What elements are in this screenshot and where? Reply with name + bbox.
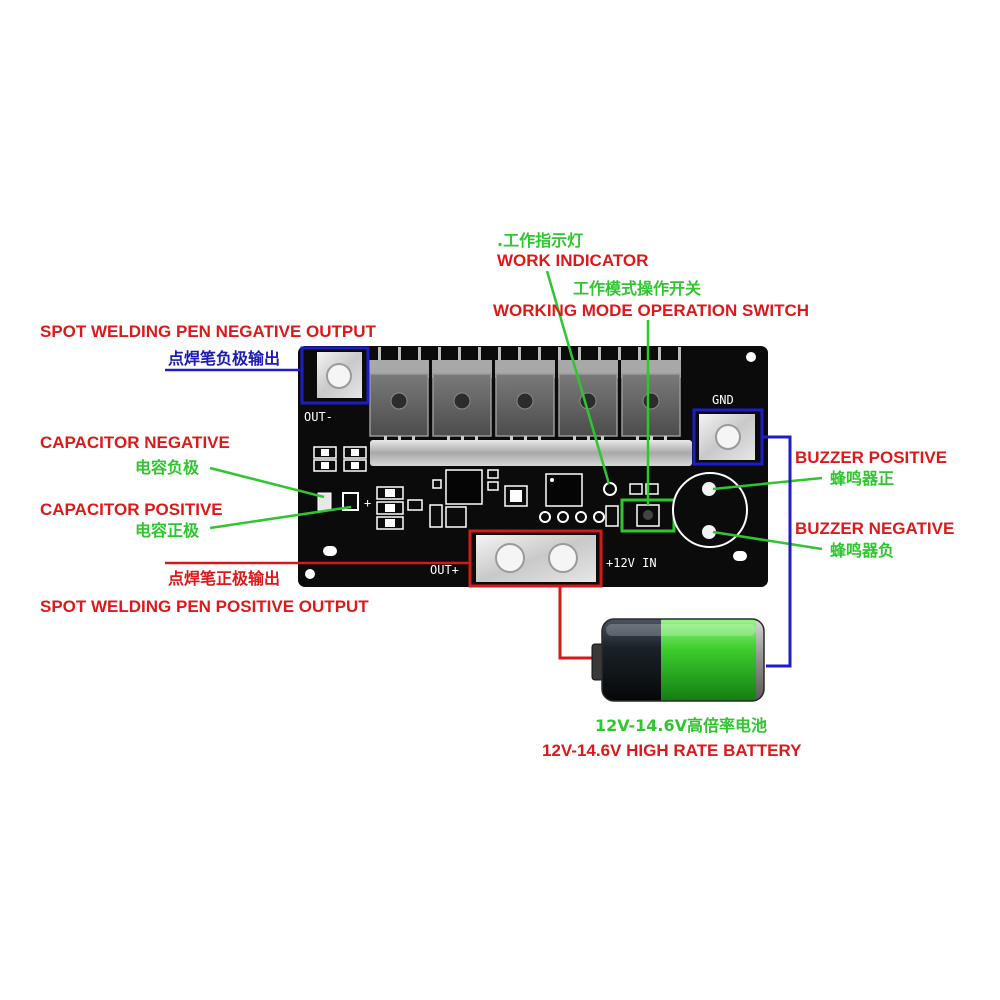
out-minus-highlight-box <box>300 346 370 405</box>
test-points <box>539 511 605 523</box>
power-input-silkscreen: +12V IN <box>606 556 657 570</box>
pen-positive-label-en: SPOT WELDING PEN POSITIVE OUTPUT <box>40 597 369 616</box>
out-plus-hole <box>495 543 525 573</box>
capacitor-positive-label-zh: 电容正极 <box>135 521 200 540</box>
pcb-board: + <box>298 346 768 588</box>
pen-negative-label-en: SPOT WELDING PEN NEGATIVE OUTPUT <box>40 322 377 341</box>
pin-header <box>378 347 681 360</box>
mode-switch-label-en: WORKING MODE OPERATION SWITCH <box>493 301 809 320</box>
mode-switch-label-zh: 工作模式操作开关 <box>573 279 701 298</box>
buzzer-positive-label-en: BUZZER POSITIVE <box>795 448 947 467</box>
capacitor-positive-pad <box>342 492 359 511</box>
buzzer-negative-label-en: BUZZER NEGATIVE <box>795 519 954 538</box>
buzzer-positive-pad <box>702 482 716 496</box>
work-indicator-pointer-line <box>545 270 611 485</box>
buzzer-negative-pad <box>702 525 716 539</box>
battery-end-cap <box>756 619 764 701</box>
battery-label-zh: 12V-14.6V高倍率电池 <box>595 716 767 735</box>
smd-pads-ic1-right <box>487 469 528 507</box>
solder-bus-strip <box>370 440 692 466</box>
buzzer-negative-pointer-line <box>712 530 823 551</box>
mounting-slot <box>323 546 337 556</box>
battery-outline <box>601 618 765 702</box>
smd-pads-left <box>313 446 367 472</box>
gnd-silkscreen: GND <box>712 393 734 407</box>
buzzer-outline <box>672 472 748 548</box>
out-plus-highlight-box <box>468 529 603 588</box>
buzzer-positive-label-zh: 蜂鸣器正 <box>830 469 894 488</box>
gnd-hole <box>715 424 741 450</box>
buzzer-negative-label-zh: 蜂鸣器负 <box>830 541 894 560</box>
battery-label-en: 12V-14.6V HIGH RATE BATTERY <box>542 741 802 760</box>
pen-negative-label-zh: 点焊笔负极输出 <box>168 349 280 368</box>
capacitor-plus-mark: + <box>364 496 371 510</box>
smd-parts-mid <box>385 489 395 527</box>
capacitor-positive-label-en: CAPACITOR POSITIVE <box>40 500 223 519</box>
mosfet <box>369 360 429 444</box>
mosfet <box>495 360 555 444</box>
smd-part <box>510 490 522 502</box>
mounting-hole <box>746 352 756 362</box>
out-plus-plate <box>476 535 596 582</box>
work-indicator-label-zh: .工作指示灯 <box>497 231 583 250</box>
mounting-slot <box>733 551 747 561</box>
mode-switch-button <box>643 510 653 520</box>
capacitor-negative-label-zh: 电容负极 <box>135 458 200 477</box>
buzzer-positive-pointer-line <box>712 476 823 491</box>
smd-pads-led <box>605 483 659 527</box>
mosfet <box>621 360 681 444</box>
mosfet <box>558 360 618 444</box>
out-minus-silkscreen: OUT- <box>304 410 333 424</box>
work-indicator-led <box>603 482 617 496</box>
mosfet <box>432 360 492 444</box>
work-indicator-label-en: WORK INDICATOR <box>497 251 648 270</box>
battery-icon <box>591 618 765 702</box>
out-minus-hole <box>326 363 352 389</box>
pen-positive-label-zh: 点焊笔正极输出 <box>168 569 280 588</box>
smd-pads-mid <box>376 479 467 530</box>
out-plus-hole <box>548 543 578 573</box>
capacitor-positive-pointer-line <box>209 505 352 530</box>
capacitor-negative-label-en: CAPACITOR NEGATIVE <box>40 433 230 452</box>
battery-negative-wire <box>762 435 792 668</box>
battery-positive-wire <box>558 586 596 660</box>
battery-charge-fill <box>661 619 757 701</box>
battery-highlight <box>606 624 756 636</box>
driver-ic <box>445 469 483 505</box>
ic-pin1-dot <box>550 478 554 482</box>
mounting-hole <box>305 569 315 579</box>
smd-parts-left <box>321 449 359 469</box>
out-plus-silkscreen: OUT+ <box>430 563 459 577</box>
capacitor-negative-pointer-line <box>209 466 325 499</box>
